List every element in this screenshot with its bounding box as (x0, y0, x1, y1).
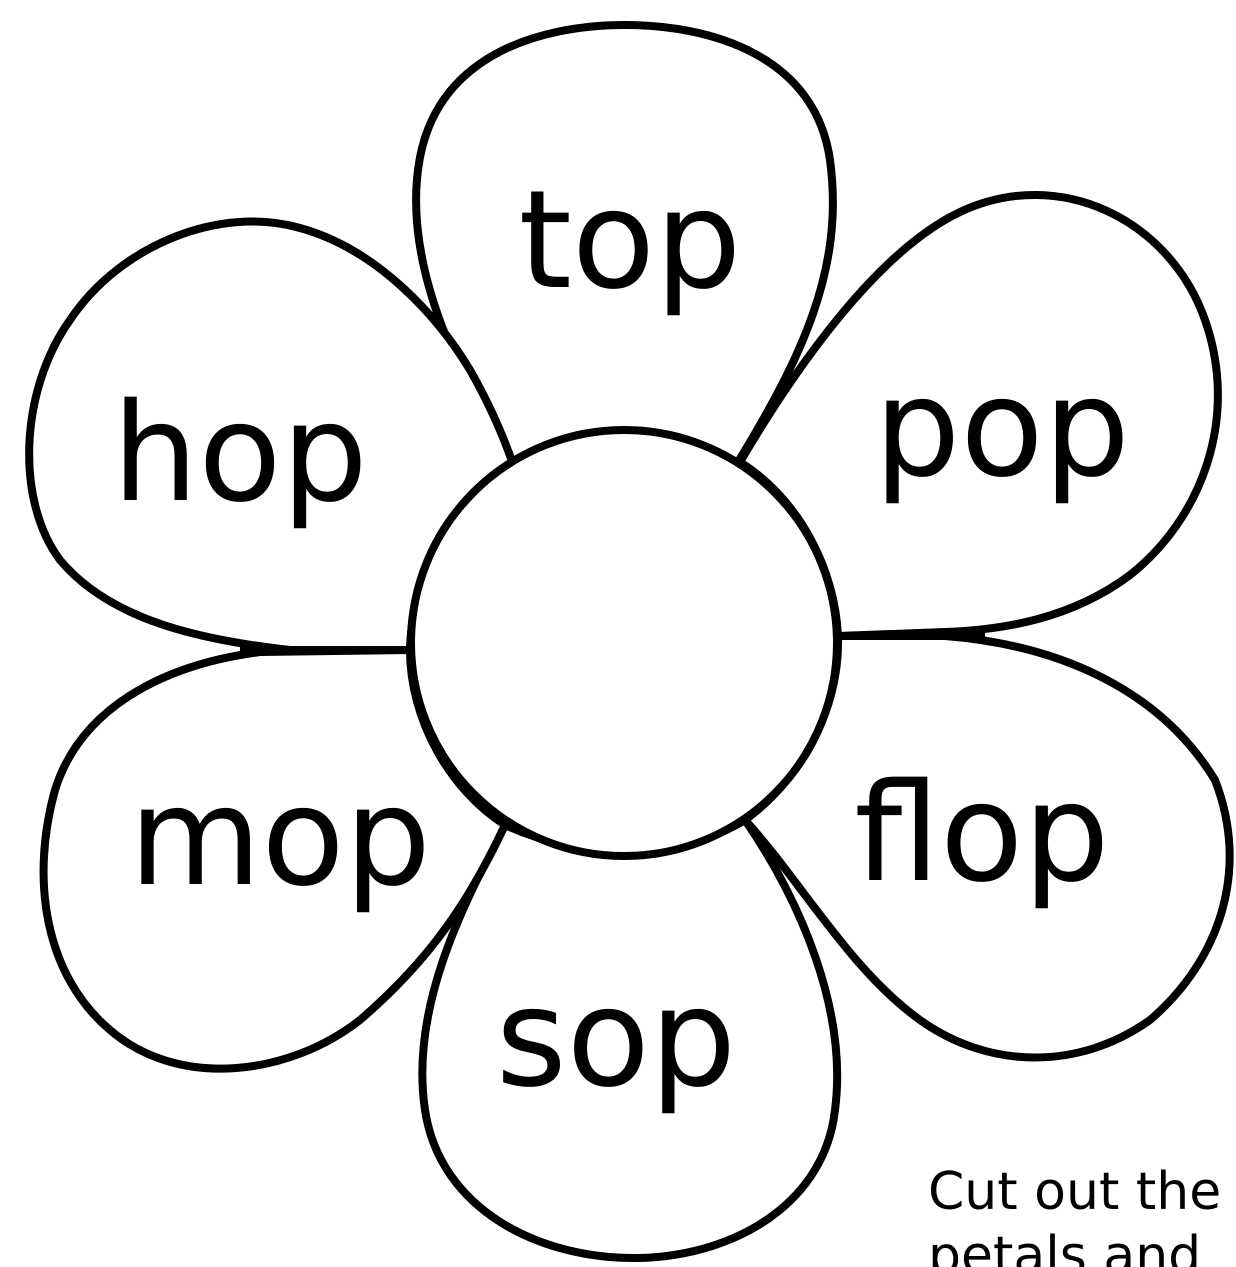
petal-word-upper-right: pop (874, 350, 1130, 508)
instructions-text: Cut out the petals and (928, 1160, 1228, 1267)
petal-word-upper-left: hop (112, 375, 368, 533)
petal-word-bottom: sop (496, 960, 736, 1118)
instructions-line-1: Cut out the (928, 1160, 1228, 1224)
flower-center-circle (411, 430, 837, 856)
petal-word-lower-right: flop (854, 755, 1109, 913)
petal-word-top: top (519, 162, 742, 320)
petal-word-lower-left: mop (129, 759, 431, 917)
instructions-line-2: petals and (928, 1224, 1228, 1267)
